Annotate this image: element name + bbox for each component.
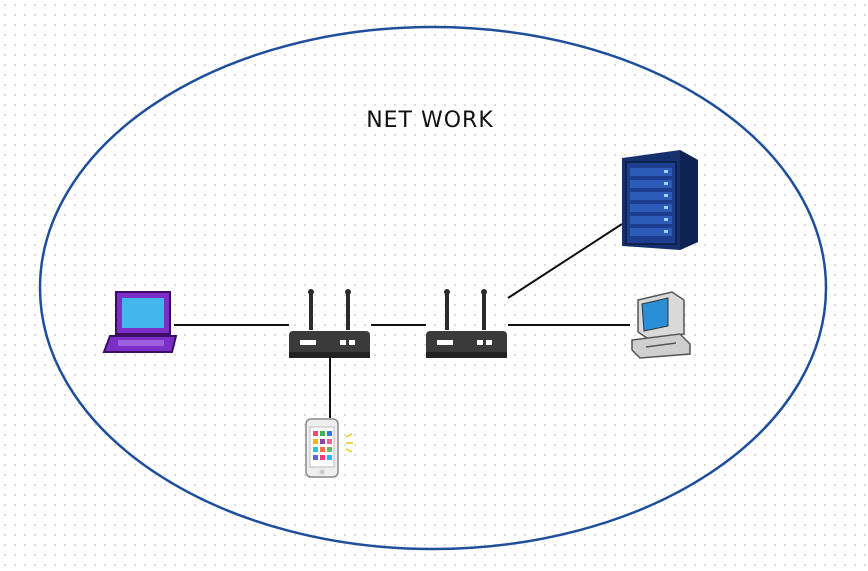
router-icon xyxy=(426,289,507,358)
link-router-2-server xyxy=(507,223,623,299)
smartphone-icon xyxy=(305,418,353,478)
server-rack-icon xyxy=(622,150,698,250)
desktop-computer-icon xyxy=(631,291,691,359)
diagram-title: NET WORK xyxy=(366,108,494,133)
laptop-icon xyxy=(102,291,178,353)
router-icon xyxy=(289,289,370,358)
network-boundary xyxy=(38,25,828,551)
